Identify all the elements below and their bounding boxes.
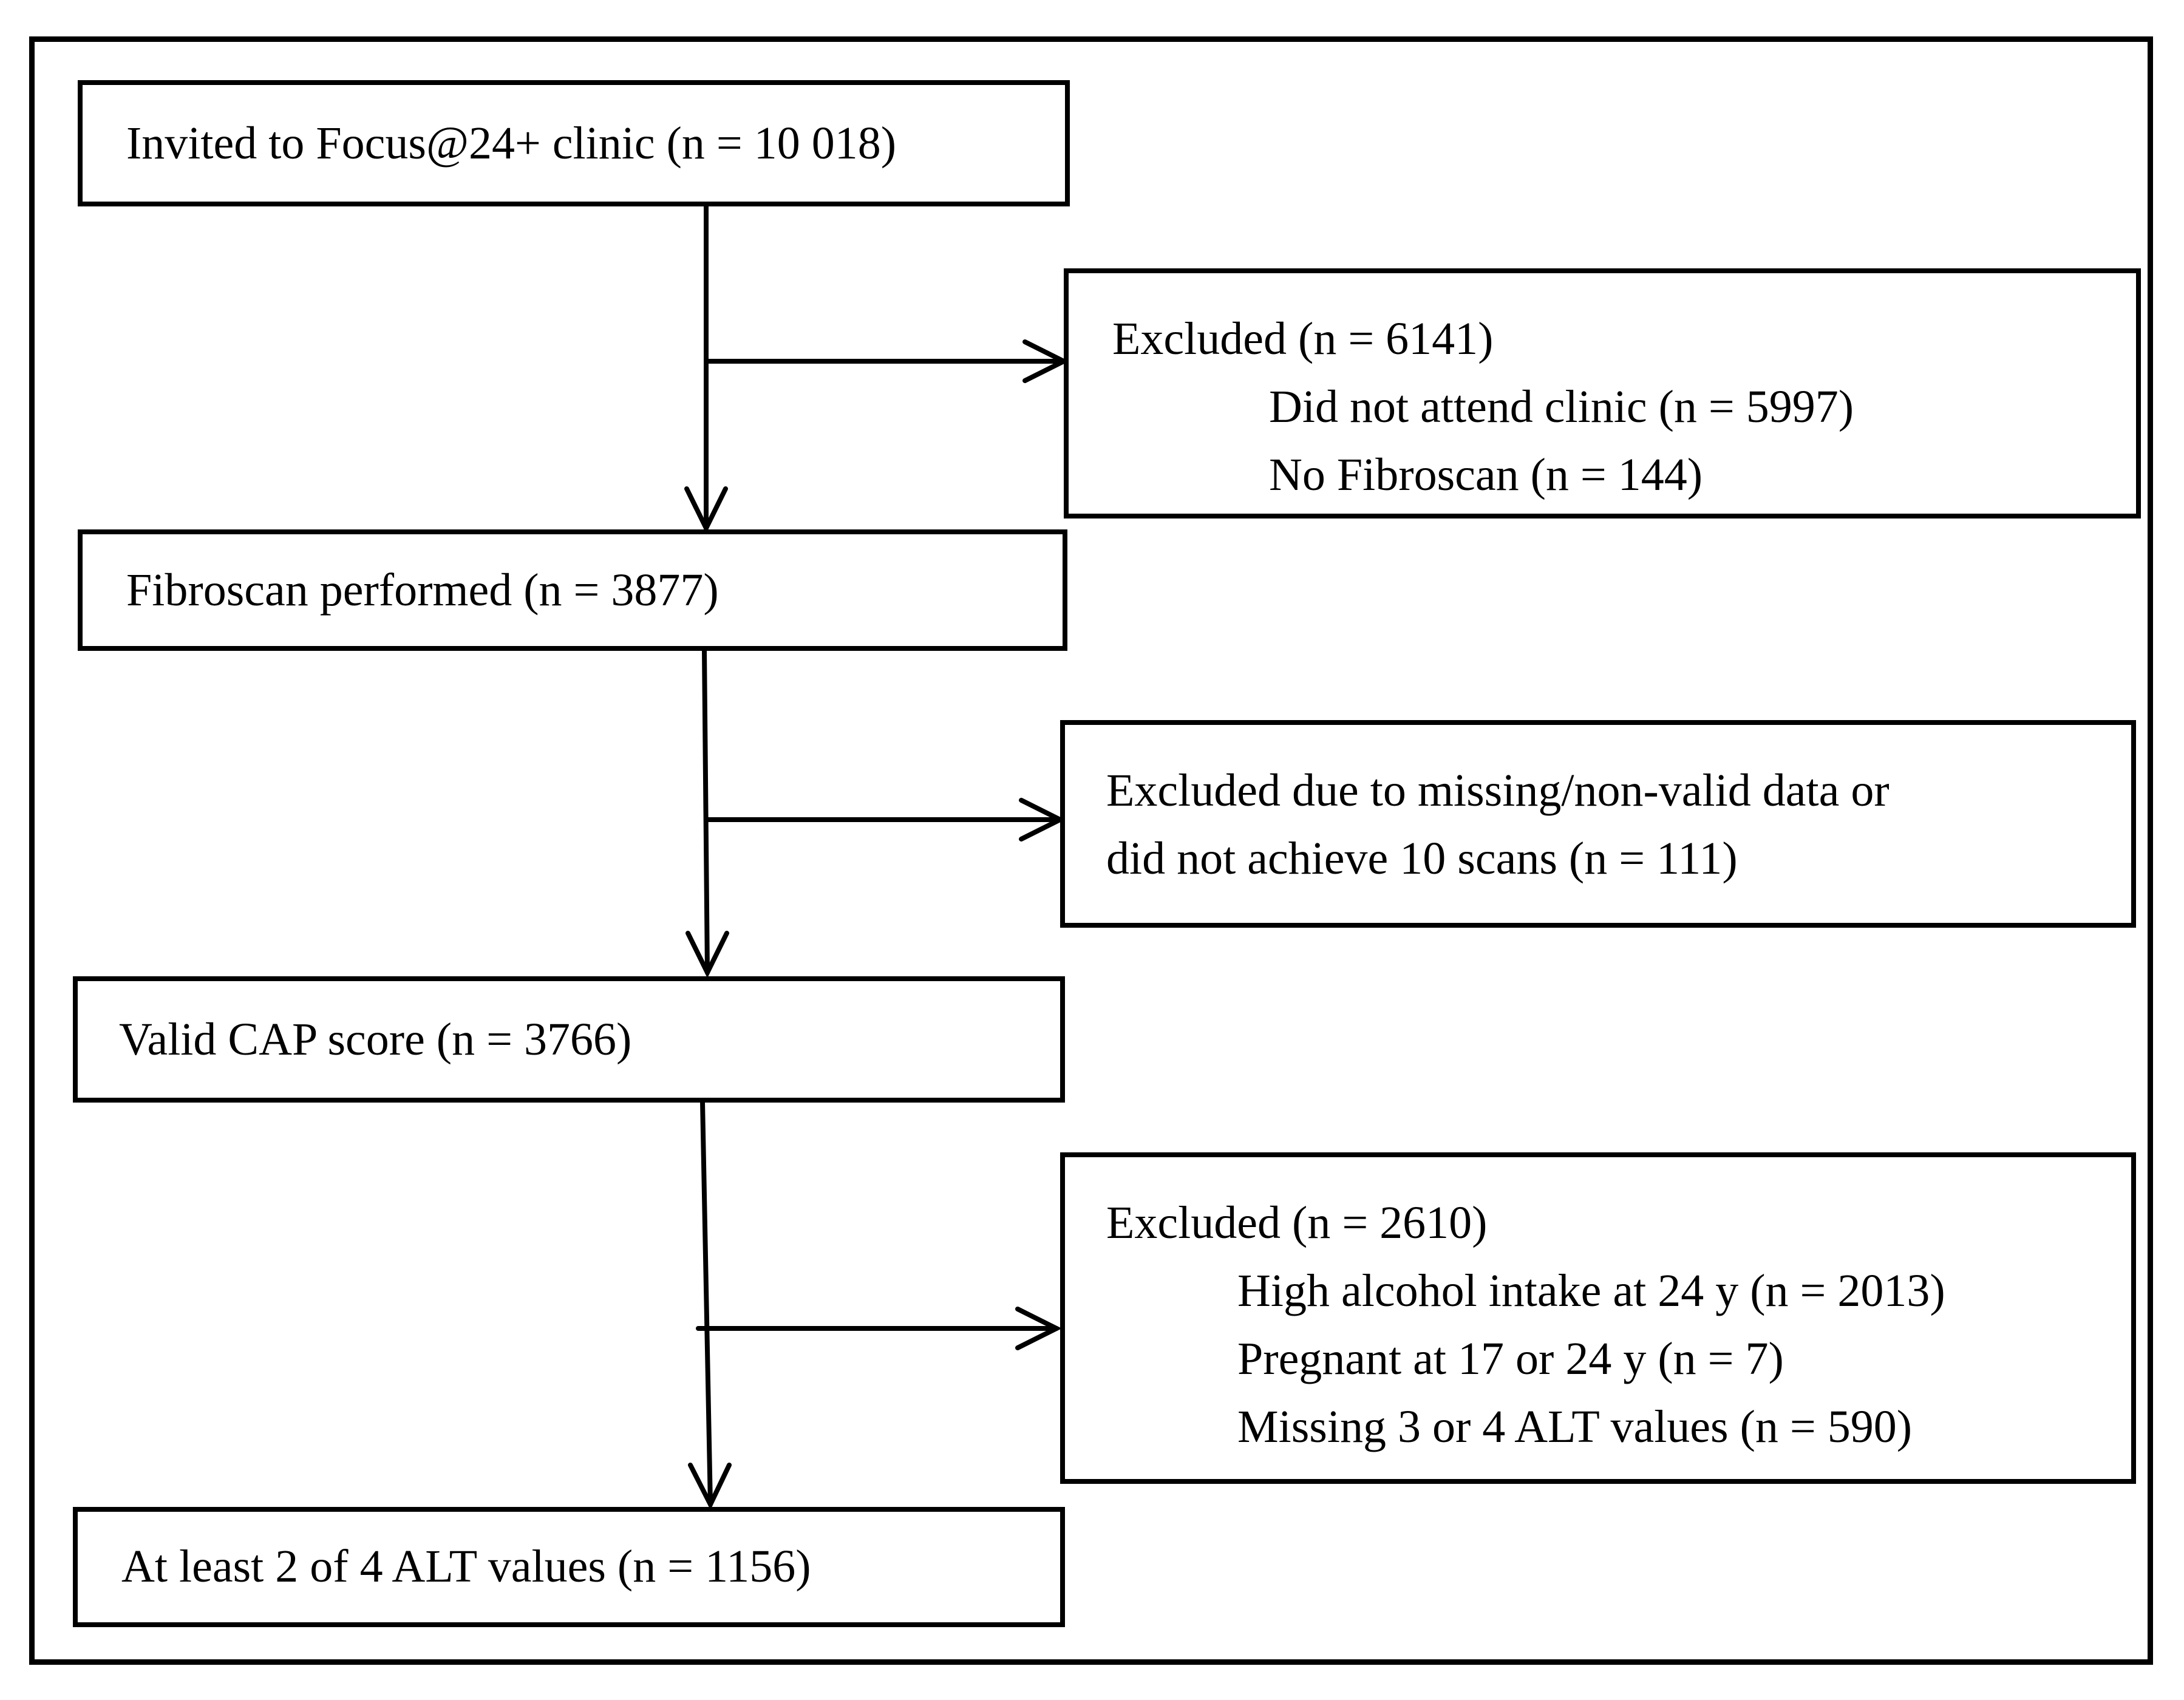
box-excluded-3: Excluded (n = 2610) High alcohol intake … — [1060, 1152, 2136, 1484]
excluded-2-line: Excluded due to missing/non-valid data o… — [1106, 765, 1890, 816]
box-final-text: At least 2 of 4 ALT values (n = 1156) — [121, 1541, 811, 1592]
diagram-frame — [29, 36, 2153, 1665]
box-excluded-2: Excluded due to missing/non-valid data o… — [1060, 720, 2136, 928]
arrowhead-excluded-3 — [1015, 1307, 1062, 1350]
arrow-fibroscan-to-valid-cap — [702, 647, 710, 975]
arrowhead-final — [688, 1463, 732, 1511]
box-excluded-1: Excluded (n = 6141) Did not attend clini… — [1064, 268, 2141, 518]
excluded-3-title: Excluded (n = 2610) — [1106, 1197, 1488, 1248]
excluded-3-item: Pregnant at 17 or 24 y (n = 7) — [1237, 1333, 1784, 1384]
excluded-1-item: Did not attend clinic (n = 5997) — [1269, 381, 1854, 432]
box-valid-cap-text: Valid CAP score (n = 3766) — [119, 1014, 632, 1065]
excluded-1-item: No Fibroscan (n = 144) — [1269, 449, 1703, 500]
box-invited-text: Invited to Focus@24+ clinic (n = 10 018) — [126, 118, 897, 169]
excluded-1-title: Excluded (n = 6141) — [1112, 313, 1494, 364]
box-final-cohort: At least 2 of 4 ALT values (n = 1156) — [73, 1507, 1065, 1627]
arrowhead-valid-cap — [685, 931, 729, 979]
arrowhead-fibroscan — [684, 486, 728, 534]
excluded-3-item: High alcohol intake at 24 y (n = 2013) — [1237, 1265, 1945, 1316]
arrow-valid-cap-to-final — [700, 1100, 713, 1507]
box-fibroscan-text: Fibroscan performed (n = 3877) — [126, 565, 719, 616]
box-invited: Invited to Focus@24+ clinic (n = 10 018) — [78, 80, 1070, 206]
box-valid-cap-score: Valid CAP score (n = 3766) — [73, 976, 1065, 1103]
box-fibroscan-performed: Fibroscan performed (n = 3877) — [78, 529, 1067, 651]
excluded-3-item: Missing 3 or 4 ALT values (n = 590) — [1237, 1401, 1913, 1452]
excluded-2-line: did not achieve 10 scans (n = 111) — [1106, 833, 1738, 884]
